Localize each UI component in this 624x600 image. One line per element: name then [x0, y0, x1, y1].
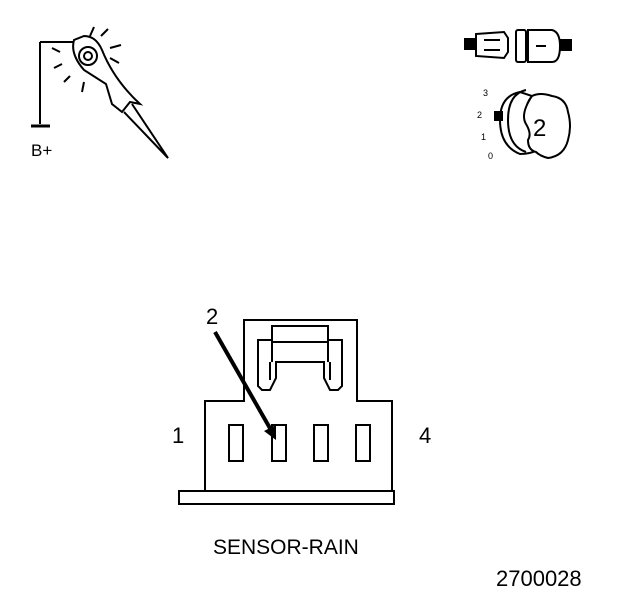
ignition-position-0: 0 [488, 151, 494, 161]
ignition-position-3: 3 [483, 88, 489, 98]
rain-sensor-connector [178, 319, 395, 505]
ignition-key-position: 2 [533, 115, 547, 142]
b-plus-label: B+ [31, 141, 53, 160]
ignition-switch-icon [494, 89, 571, 160]
pin-4-terminal [355, 424, 371, 462]
left-pin-label: 1 [172, 423, 185, 448]
connector-disconnect-icon [464, 29, 572, 63]
connector-caption: SENSOR-RAIN [213, 536, 359, 559]
right-pin-label: 4 [419, 423, 432, 448]
pointer-pin-label: 2 [206, 304, 219, 329]
figure-number: 2700028 [496, 566, 582, 591]
pin-pointer-arrow [213, 331, 276, 440]
ignition-position-2: 2 [477, 110, 483, 120]
test-light-icon [31, 26, 169, 159]
pin-3-terminal [313, 424, 329, 462]
pin-1-terminal [228, 424, 244, 462]
ignition-position-1: 1 [481, 132, 487, 142]
